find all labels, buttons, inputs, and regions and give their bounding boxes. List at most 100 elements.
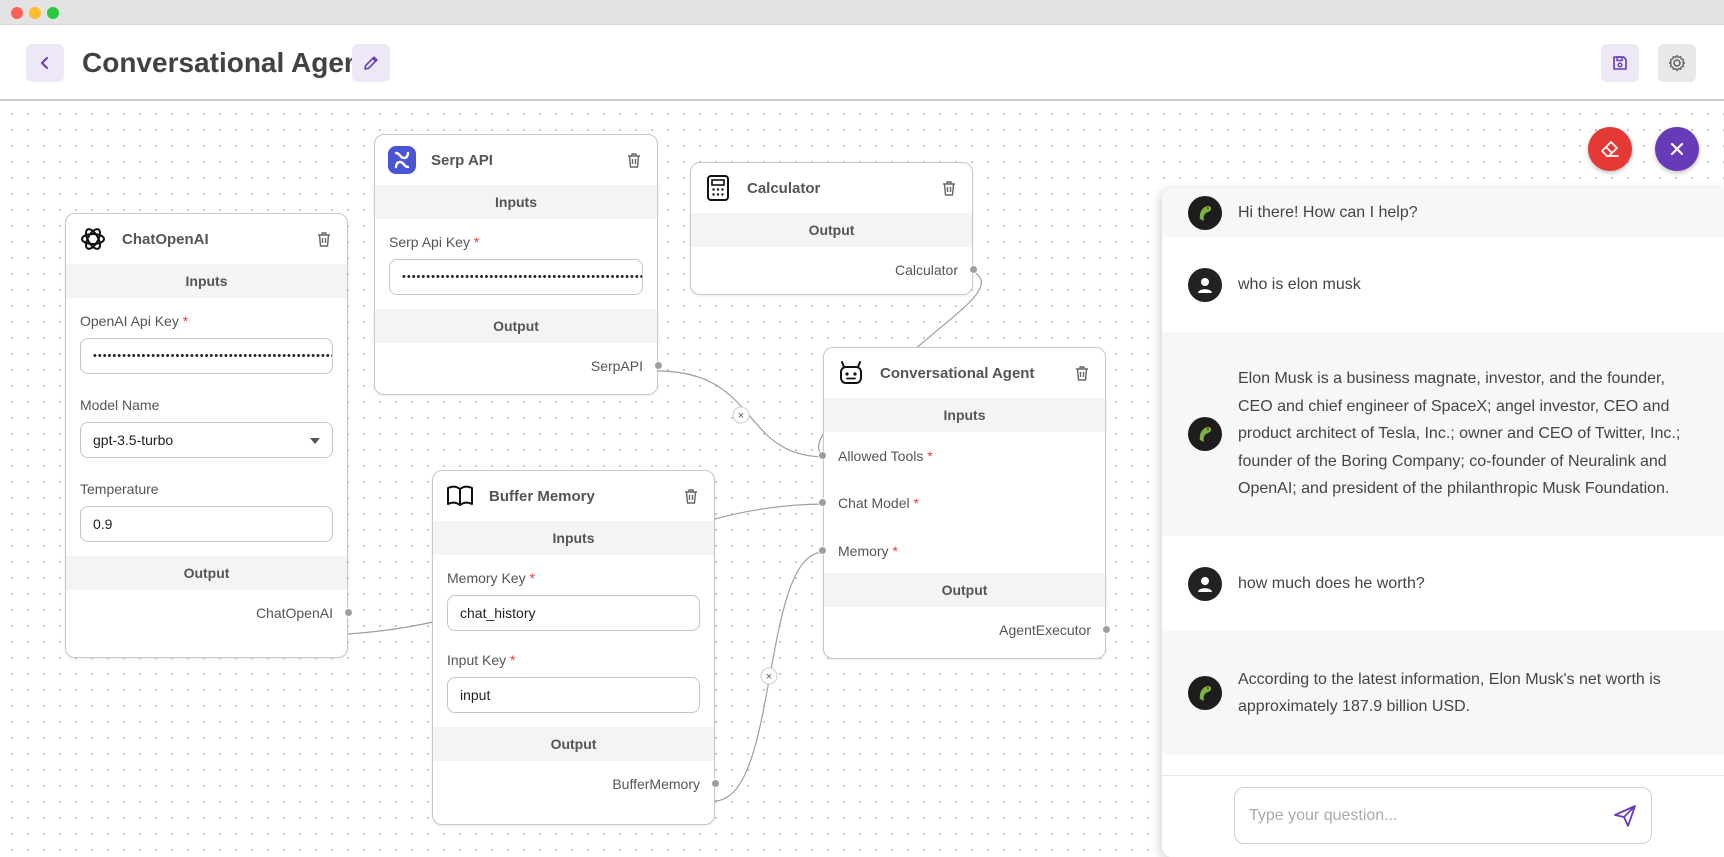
window-close-dot[interactable] [11,7,23,19]
inputs-section-header: Inputs [375,185,657,219]
field-label: Memory Key * [447,570,535,586]
memory-key-input[interactable]: chat_history [447,595,700,631]
node-title: Conversational Agent [880,364,1035,382]
node-header[interactable]: Buffer Memory [433,471,714,521]
output-anchor-row: Calculator [691,247,978,293]
close-chat-button[interactable] [1655,127,1699,171]
input-key-input[interactable]: input [447,677,700,713]
node-title: Serp API [431,151,493,169]
chat-message-text: who is elon musk [1238,275,1361,293]
book-icon [443,479,477,513]
pencil-icon [364,56,378,70]
output-section-header: Output [433,727,714,761]
input-handle[interactable] [818,451,827,460]
field-serp-api-key: Serp Api Key * •••••••••••••••••••••••••… [375,233,657,295]
calculator-icon [701,171,735,205]
output-section-header: Output [66,556,347,590]
output-handle[interactable] [654,361,663,370]
chat-message-user: who is elon musk [1162,237,1724,332]
node-chatopenai[interactable]: ChatOpenAI Inputs OpenAI Api Key * •••••… [65,213,353,658]
output-anchor-label: SerpAPI [590,358,643,374]
chat-message-bot: According to the latest information, Elo… [1162,631,1724,755]
inputs-section-header: Inputs [824,398,1105,432]
chat-message-user: how much does he worth? [1162,536,1724,631]
chat-message-text: According to the latest information, Elo… [1238,670,1661,716]
node-title: ChatOpenAI [122,230,209,248]
node-title: Calculator [747,179,821,197]
settings-button[interactable] [1658,44,1696,82]
chat-message-bot: Elon Musk is a business magnate, investo… [1162,332,1724,536]
trash-icon[interactable] [625,151,643,169]
output-anchor-row: BufferMemory [433,761,720,807]
field-label: OpenAI Api Key * [80,313,189,329]
node-header[interactable]: Calculator [691,163,972,213]
input-handle[interactable] [818,498,827,507]
save-icon [1613,56,1627,70]
node-title: Buffer Memory [489,487,595,505]
output-anchor-label: BufferMemory [612,776,700,792]
output-handle[interactable] [344,608,353,617]
openai-logo-icon [76,222,110,256]
trash-icon[interactable] [940,179,958,197]
parrot-avatar-icon [1188,417,1222,451]
output-anchor-label: Calculator [894,262,958,278]
save-button[interactable] [1601,44,1639,82]
output-anchor-row: AgentExecutor [824,607,1111,653]
back-button[interactable] [26,44,64,82]
field-input-key: Input Key * input [433,651,714,713]
output-section-header: Output [691,213,972,247]
output-anchor-label: ChatOpenAI [255,605,333,621]
output-anchor-label: AgentExecutor [999,622,1091,638]
field-model-name: Model Name gpt-3.5-turbo [66,396,347,458]
close-icon [1670,142,1684,156]
trash-icon[interactable] [1073,364,1091,382]
chevron-left-icon [41,57,48,69]
clear-chat-button[interactable] [1588,127,1632,171]
output-section-header: Output [375,309,657,343]
node-calculator[interactable]: Calculator Output Calculator [690,162,978,295]
window-titlebar [0,0,1724,25]
chat-message-text: how much does he worth? [1238,574,1425,592]
node-serp-api[interactable]: Serp API Inputs Serp Api Key * •••••••••… [374,134,663,395]
chat-question-input[interactable]: Type your question... [1234,787,1652,844]
field-label: Serp Api Key * [389,234,480,250]
node-header[interactable]: Serp API [375,135,657,185]
trash-icon[interactable] [682,487,700,505]
node-buffer-memory[interactable]: Buffer Memory Inputs Memory Key * chat_h… [432,470,720,825]
openai-api-key-input[interactable]: ••••••••••••••••••••••••••••••••••••••••… [80,338,333,374]
parrot-avatar-icon [1188,195,1222,230]
output-handle[interactable] [711,779,720,788]
field-label: Temperature [80,481,159,497]
node-header[interactable]: Conversational Agent [824,348,1105,398]
edit-title-button[interactable] [352,44,390,82]
gear-icon [1668,54,1686,72]
user-avatar-icon [1188,566,1222,601]
temperature-input[interactable]: 0.9 [80,506,333,542]
window-zoom-dot[interactable] [47,7,59,19]
input-anchor-chat-model: Chat Model * [818,481,1105,525]
chat-input-area: Type your question... [1162,775,1724,857]
inputs-section-header: Inputs [66,264,347,298]
node-header[interactable]: ChatOpenAI [66,214,347,264]
app-header: Conversational Agent [0,25,1724,101]
input-anchor-allowed-tools: Allowed Tools * [818,434,1105,478]
parrot-avatar-icon [1188,676,1222,710]
window-minimize-dot[interactable] [29,7,41,19]
page-title: Conversational Agent [82,47,371,78]
input-anchor-memory: Memory * [818,529,1105,573]
serp-api-key-input[interactable]: ••••••••••••••••••••••••••••••••••••••••… [389,259,643,295]
output-handle[interactable] [1102,625,1111,634]
robot-icon [834,356,868,390]
output-handle[interactable] [969,265,978,274]
output-anchor-row: ChatOpenAI [66,590,353,636]
serpapi-logo-icon [385,143,419,177]
model-name-select[interactable]: gpt-3.5-turbo [80,422,333,458]
chat-panel: Hi there! How can I help? who is elon mu… [1162,188,1724,857]
trash-icon[interactable] [315,230,333,248]
send-icon[interactable] [1611,802,1639,830]
eraser-icon [1601,141,1619,157]
caret-down-icon [310,438,320,444]
field-label: Model Name [80,397,160,413]
node-conversational-agent[interactable]: Conversational Agent Inputs Allowed Tool… [818,347,1111,659]
input-handle[interactable] [818,546,827,555]
